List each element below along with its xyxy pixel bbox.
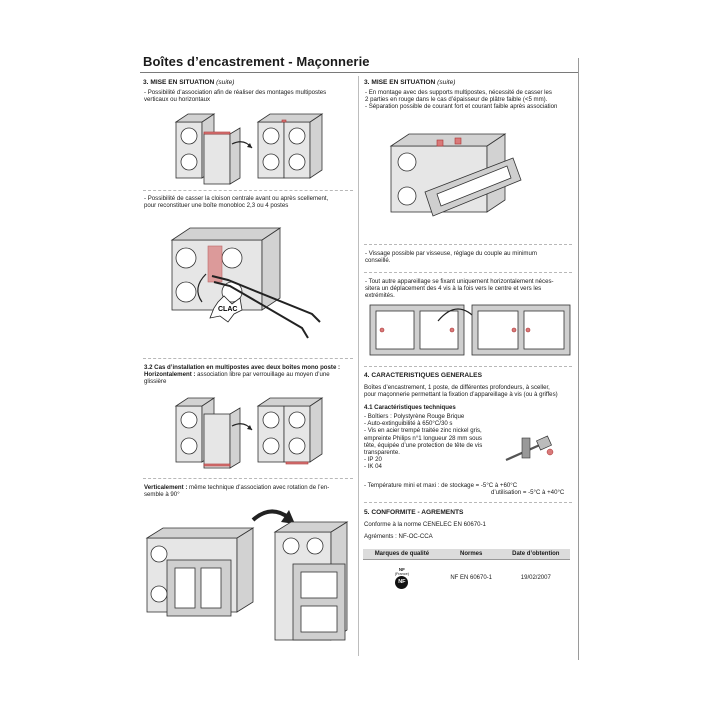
table-header: Marques de qualité bbox=[363, 549, 441, 560]
column-divider bbox=[358, 76, 359, 656]
table-header: Normes bbox=[440, 549, 502, 560]
quality-table: Marques de qualité Normes Date d’obtenti… bbox=[363, 549, 570, 596]
section-5-heading: 5. CONFORMITE - AGREMENTS bbox=[364, 509, 464, 516]
pliers-handle-1 bbox=[211, 275, 321, 323]
table-header: Date d’obtention bbox=[501, 549, 570, 560]
screw-icon bbox=[505, 435, 554, 462]
illustration-vertical-horizontal-assembly bbox=[174, 113, 324, 185]
left-vertical-paragraph: Verticalement : même technique d’associa… bbox=[144, 484, 330, 499]
illustration-vertical-rotation bbox=[145, 509, 349, 641]
norme-cell: NF EN 60670-1 bbox=[450, 575, 492, 581]
specs-list: - Boîtiers : Polystyrène Rouge Brique - … bbox=[364, 413, 483, 471]
frame-pair-left bbox=[369, 304, 465, 356]
nf-logo-cell: NF (France) NF bbox=[363, 560, 441, 597]
section-4-1-heading: 4.1 Caractéristiques techniques bbox=[364, 404, 456, 411]
table-row: NF (France) NF NF EN 60670-1 19/02/2007 bbox=[363, 560, 570, 597]
box-pair-separate bbox=[174, 113, 241, 185]
temperature-storage: - Température mini et maxi : de stockage… bbox=[364, 482, 518, 489]
right-paragraph-3: - Tout autre appareillage se fixant uniq… bbox=[365, 278, 554, 300]
assembly-vertical bbox=[273, 521, 349, 641]
left-paragraph-1: - Possibilité d’association afin de réal… bbox=[144, 89, 327, 104]
left-subsection-3-2: 3.2 Cas d’installation en multipostes av… bbox=[144, 364, 341, 386]
illustration-horizontal-slide bbox=[174, 397, 324, 469]
nf-logo-subcaption: (France) bbox=[394, 572, 410, 576]
right-paragraph-1: - En montage avec des supports multipost… bbox=[365, 89, 558, 111]
separator bbox=[143, 478, 353, 479]
illustration-breaking-partition: CLAC bbox=[170, 227, 321, 339]
separator bbox=[364, 366, 572, 367]
box-pair-assembled bbox=[256, 113, 324, 179]
separator bbox=[364, 272, 572, 273]
clac-burst bbox=[209, 295, 243, 323]
illustration-multipost-support bbox=[389, 133, 522, 217]
frame-pair-right bbox=[471, 304, 571, 356]
separator bbox=[364, 502, 572, 503]
page-right-rule bbox=[578, 58, 579, 660]
assembly-horizontal bbox=[145, 527, 255, 617]
nf-logo-caption: NF bbox=[398, 567, 405, 572]
break-arrow bbox=[197, 273, 207, 303]
nf-logo-icon: NF bbox=[395, 576, 409, 589]
separator bbox=[143, 190, 353, 191]
section-4-heading: 4. CARACTERISTIQUES GENERALES bbox=[364, 372, 482, 379]
separator bbox=[364, 244, 572, 245]
left-section-heading: 3. MISE EN SITUATION (suite) bbox=[143, 79, 235, 86]
date-cell: 19/02/2007 bbox=[520, 575, 551, 581]
pliers-handle-2 bbox=[213, 281, 309, 339]
right-paragraph-2: - Vissage possible par visseuse, réglage… bbox=[365, 250, 537, 265]
temperature-use: d’utilisation = -5°C à +40°C bbox=[491, 489, 565, 496]
approvals-text: Agréments : NF-OC-CCA bbox=[364, 533, 433, 540]
conformity-text: Conforme à la norme CENELEC EN 60670-1 bbox=[364, 521, 486, 528]
illustration-screw-displacement bbox=[369, 304, 571, 356]
section-4-intro: Boîtes d’encastrement, 1 poste, de diffé… bbox=[364, 384, 558, 399]
clac-label: CLAC bbox=[218, 306, 237, 313]
left-paragraph-2: - Possibilité de casser la cloison centr… bbox=[144, 195, 329, 210]
right-section-heading: 3. MISE EN SITUATION (suite) bbox=[364, 79, 456, 86]
page-title: Boîtes d’encastrement - Maçonnerie bbox=[143, 54, 370, 69]
title-rule bbox=[140, 72, 578, 73]
separator bbox=[143, 358, 353, 359]
